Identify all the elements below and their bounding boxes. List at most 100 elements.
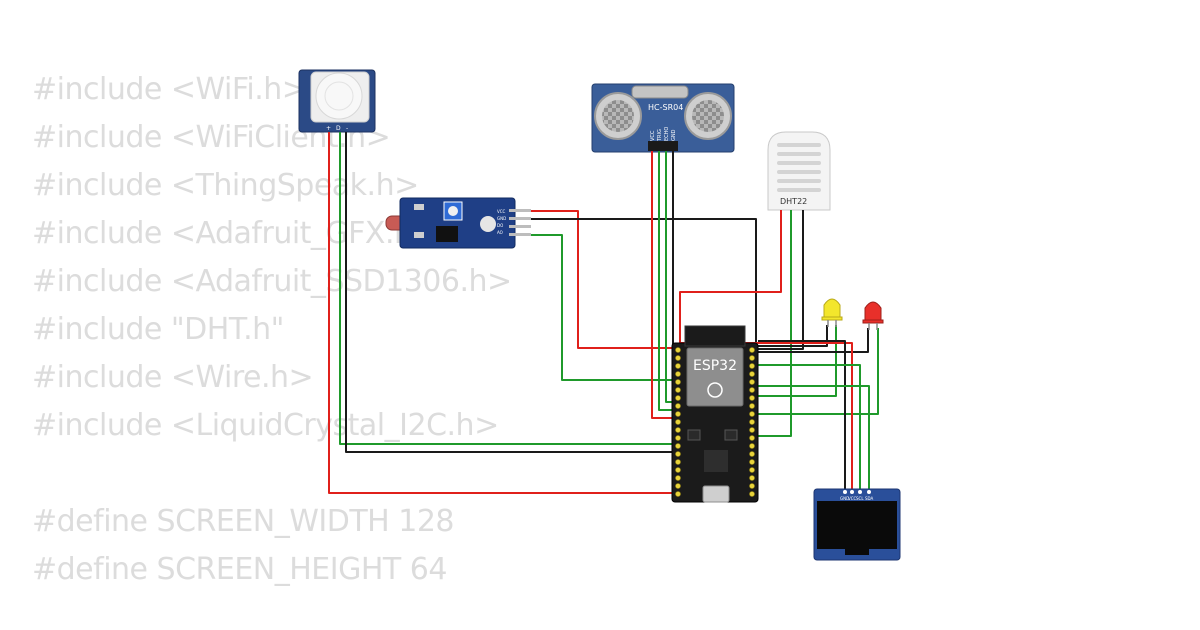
ldr-pin-label: AO: [497, 230, 503, 235]
esp32-pin: [749, 347, 755, 353]
ldr-pin-label: GND: [497, 216, 506, 221]
ldr-smd: [414, 232, 424, 238]
code-line: #include <WiFi.h>: [32, 72, 307, 107]
esp32-pin: [675, 475, 681, 481]
code-line: #define SCREEN_WIDTH 128: [32, 504, 455, 539]
led-yellow[interactable]: [821, 298, 843, 327]
dht22-sensor[interactable]: DHT22: [767, 131, 831, 211]
ultrasonic-pin-label: ECHO: [664, 127, 670, 141]
ldr-smd: [414, 204, 424, 210]
dht22-grille: [777, 143, 821, 192]
esp32-usb-chip: [704, 450, 728, 472]
dht22-label: DHT22: [780, 197, 807, 206]
pir-dome: [315, 72, 363, 120]
led-yellow-rim: [821, 316, 843, 321]
esp32-pin: [749, 355, 755, 361]
esp32-pin: [749, 403, 755, 409]
ultrasonic-mesh-right: [692, 100, 724, 132]
wire-led-yellow: [758, 325, 837, 397]
ultrasonic-label: HC-SR04: [648, 103, 683, 112]
esp32-button[interactable]: [724, 429, 738, 441]
oled-pin-label: SDA: [865, 496, 874, 501]
esp32-pin: [675, 427, 681, 433]
esp32-usb-port[interactable]: [702, 485, 730, 503]
wire-dht-gnd: [758, 210, 804, 350]
wire-ldr-vcc: [531, 210, 672, 349]
esp32-pin: [749, 459, 755, 465]
ldr-board: [399, 197, 516, 249]
code-line: #include <Adafruit_SSD1306.h>: [32, 264, 512, 299]
ultrasonic-sensor[interactable]: HC-SR04 VCC TRIG ECHO GND: [591, 83, 735, 153]
esp32-pin: [675, 483, 681, 489]
esp32-pin: [749, 435, 755, 441]
esp32-pin: [749, 427, 755, 433]
esp32-pin: [675, 451, 681, 457]
esp32-label: ESP32: [693, 358, 737, 374]
ultrasonic-mesh-left: [602, 100, 634, 132]
esp32-pin: [749, 443, 755, 449]
led-red-rim: [862, 319, 884, 324]
ldr-module[interactable]: VCC GND DO AO: [385, 197, 531, 249]
esp32-pin: [675, 347, 681, 353]
wire-us-echo: [665, 151, 672, 403]
esp32-pin: [749, 363, 755, 369]
wire-pir-gnd: [345, 132, 672, 453]
pir-pin-label: D: [336, 125, 341, 132]
esp32-board[interactable]: ESP32: [671, 325, 759, 503]
pir-pin-label: +: [326, 125, 331, 132]
wire-led-red-gnd: [758, 328, 869, 353]
oled-pin-holes: [843, 490, 871, 494]
esp32-pin: [675, 435, 681, 441]
esp32-pin: [749, 491, 755, 497]
esp32-pin: [675, 419, 681, 425]
wire-dht-vcc: [679, 210, 782, 350]
esp32-pin: [749, 475, 755, 481]
esp32-button[interactable]: [687, 429, 701, 441]
led-red-body: [864, 301, 882, 322]
ultrasonic-header: [648, 141, 678, 151]
esp32-pin: [749, 395, 755, 401]
esp32-pin: [749, 467, 755, 473]
ldr-led: [480, 216, 496, 232]
code-line: #include <LiquidCrystal_I2C.h>: [32, 408, 499, 443]
espressif-logo-icon: [707, 382, 723, 398]
esp32-shield: [686, 347, 744, 407]
pir-dome-ring: [324, 81, 354, 111]
esp32-pin-headers: [675, 347, 755, 497]
wire-us-trig: [658, 151, 672, 411]
wire-pir-vcc: [328, 132, 672, 494]
ultrasonic-pin-label: GND: [671, 129, 677, 141]
led-red[interactable]: [862, 301, 884, 330]
ldr-comparator-chip: [436, 226, 458, 242]
esp32-pin: [675, 411, 681, 417]
ldr-header-pins: [509, 209, 531, 236]
wire-led-red: [758, 328, 879, 415]
wire-ldr-gnd: [531, 218, 757, 350]
esp32-pin: [749, 387, 755, 393]
esp32-pin: [675, 403, 681, 409]
pir-sensor[interactable]: + D -: [298, 69, 376, 133]
esp32-pin: [675, 363, 681, 369]
esp32-pin: [749, 371, 755, 377]
ldr-pot-knob: [448, 206, 458, 216]
esp32-pin: [675, 379, 681, 385]
esp32-pin: [749, 411, 755, 417]
wire-oled-scl: [758, 364, 861, 490]
code-line: #include "DHT.h": [32, 312, 284, 347]
esp32-pin: [749, 379, 755, 385]
wire-led-yellow-gnd: [758, 325, 828, 347]
wire-us-vcc: [651, 151, 672, 419]
oled-pin-label: GND: [840, 496, 849, 501]
esp32-pin: [749, 419, 755, 425]
ldr-pin-label: VCC: [497, 209, 506, 214]
esp32-pin: [675, 443, 681, 449]
oled-display[interactable]: GND VCC SCL SDA: [813, 488, 901, 561]
wire-dht-data: [758, 210, 792, 437]
esp32-pin: [675, 371, 681, 377]
esp32-antenna: [684, 325, 746, 347]
oled-screen: [817, 501, 897, 549]
esp32-pin: [749, 483, 755, 489]
esp32-pin: [675, 491, 681, 497]
ultrasonic-pin-label: VCC: [650, 130, 656, 141]
